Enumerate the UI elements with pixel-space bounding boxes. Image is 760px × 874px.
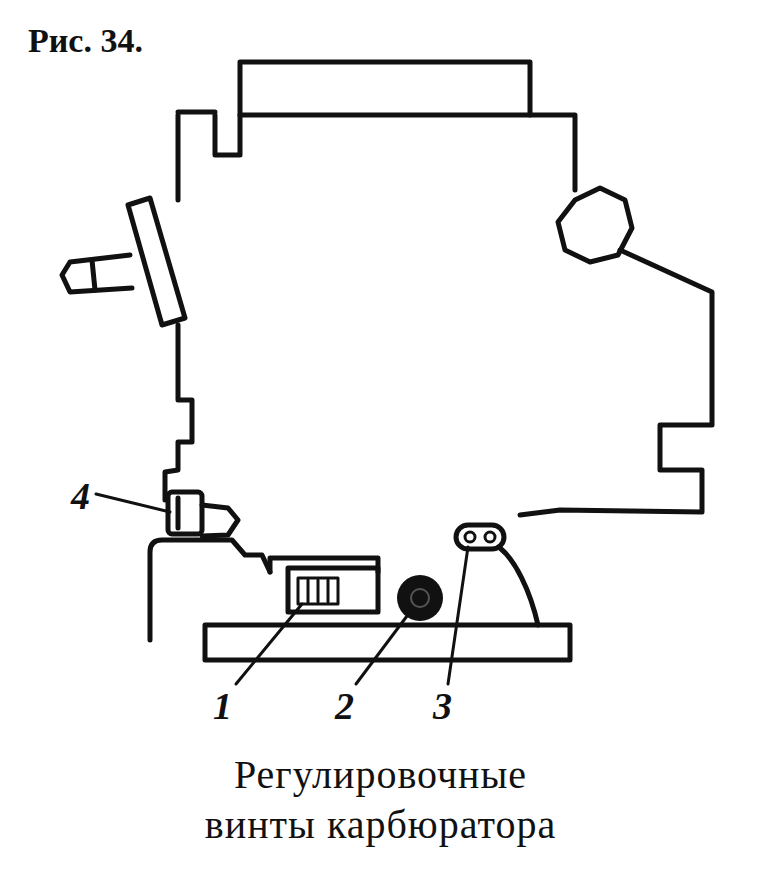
screw-3 [456, 525, 504, 549]
callout-number: 1 [213, 687, 232, 725]
screw-1-coil [317, 580, 320, 602]
figure-caption: Регулировочные винты карбюратора [190, 750, 571, 850]
screw-2 [397, 575, 443, 621]
screw-1 [298, 578, 338, 604]
screw-1-coil [327, 580, 330, 602]
screw-4-tip [202, 505, 238, 536]
leader-line [96, 494, 170, 512]
air-inlet-neck [240, 62, 530, 115]
screw-3-head [465, 532, 475, 542]
shaft-groove [92, 260, 95, 290]
callout-number: 2 [335, 687, 354, 725]
screw-1-coil [307, 580, 310, 602]
callout-number: 3 [433, 687, 452, 725]
throttle-shaft [62, 255, 132, 292]
body-outline [165, 112, 712, 625]
callout-number: 4 [71, 477, 90, 515]
screw-4 [168, 492, 202, 534]
leader-line [356, 612, 410, 684]
screw-3-head [485, 532, 495, 542]
figure-title: Рис. 34. [28, 22, 143, 60]
throttle-lever [128, 198, 185, 325]
carburetor-outline [62, 62, 712, 660]
leader-line [236, 604, 302, 684]
screw-2-slot [411, 589, 429, 607]
leader-line [448, 547, 468, 684]
hex-nut [558, 188, 632, 262]
base-flange [205, 558, 570, 660]
screw-4-slot [176, 498, 181, 528]
leader-lines [96, 494, 468, 684]
